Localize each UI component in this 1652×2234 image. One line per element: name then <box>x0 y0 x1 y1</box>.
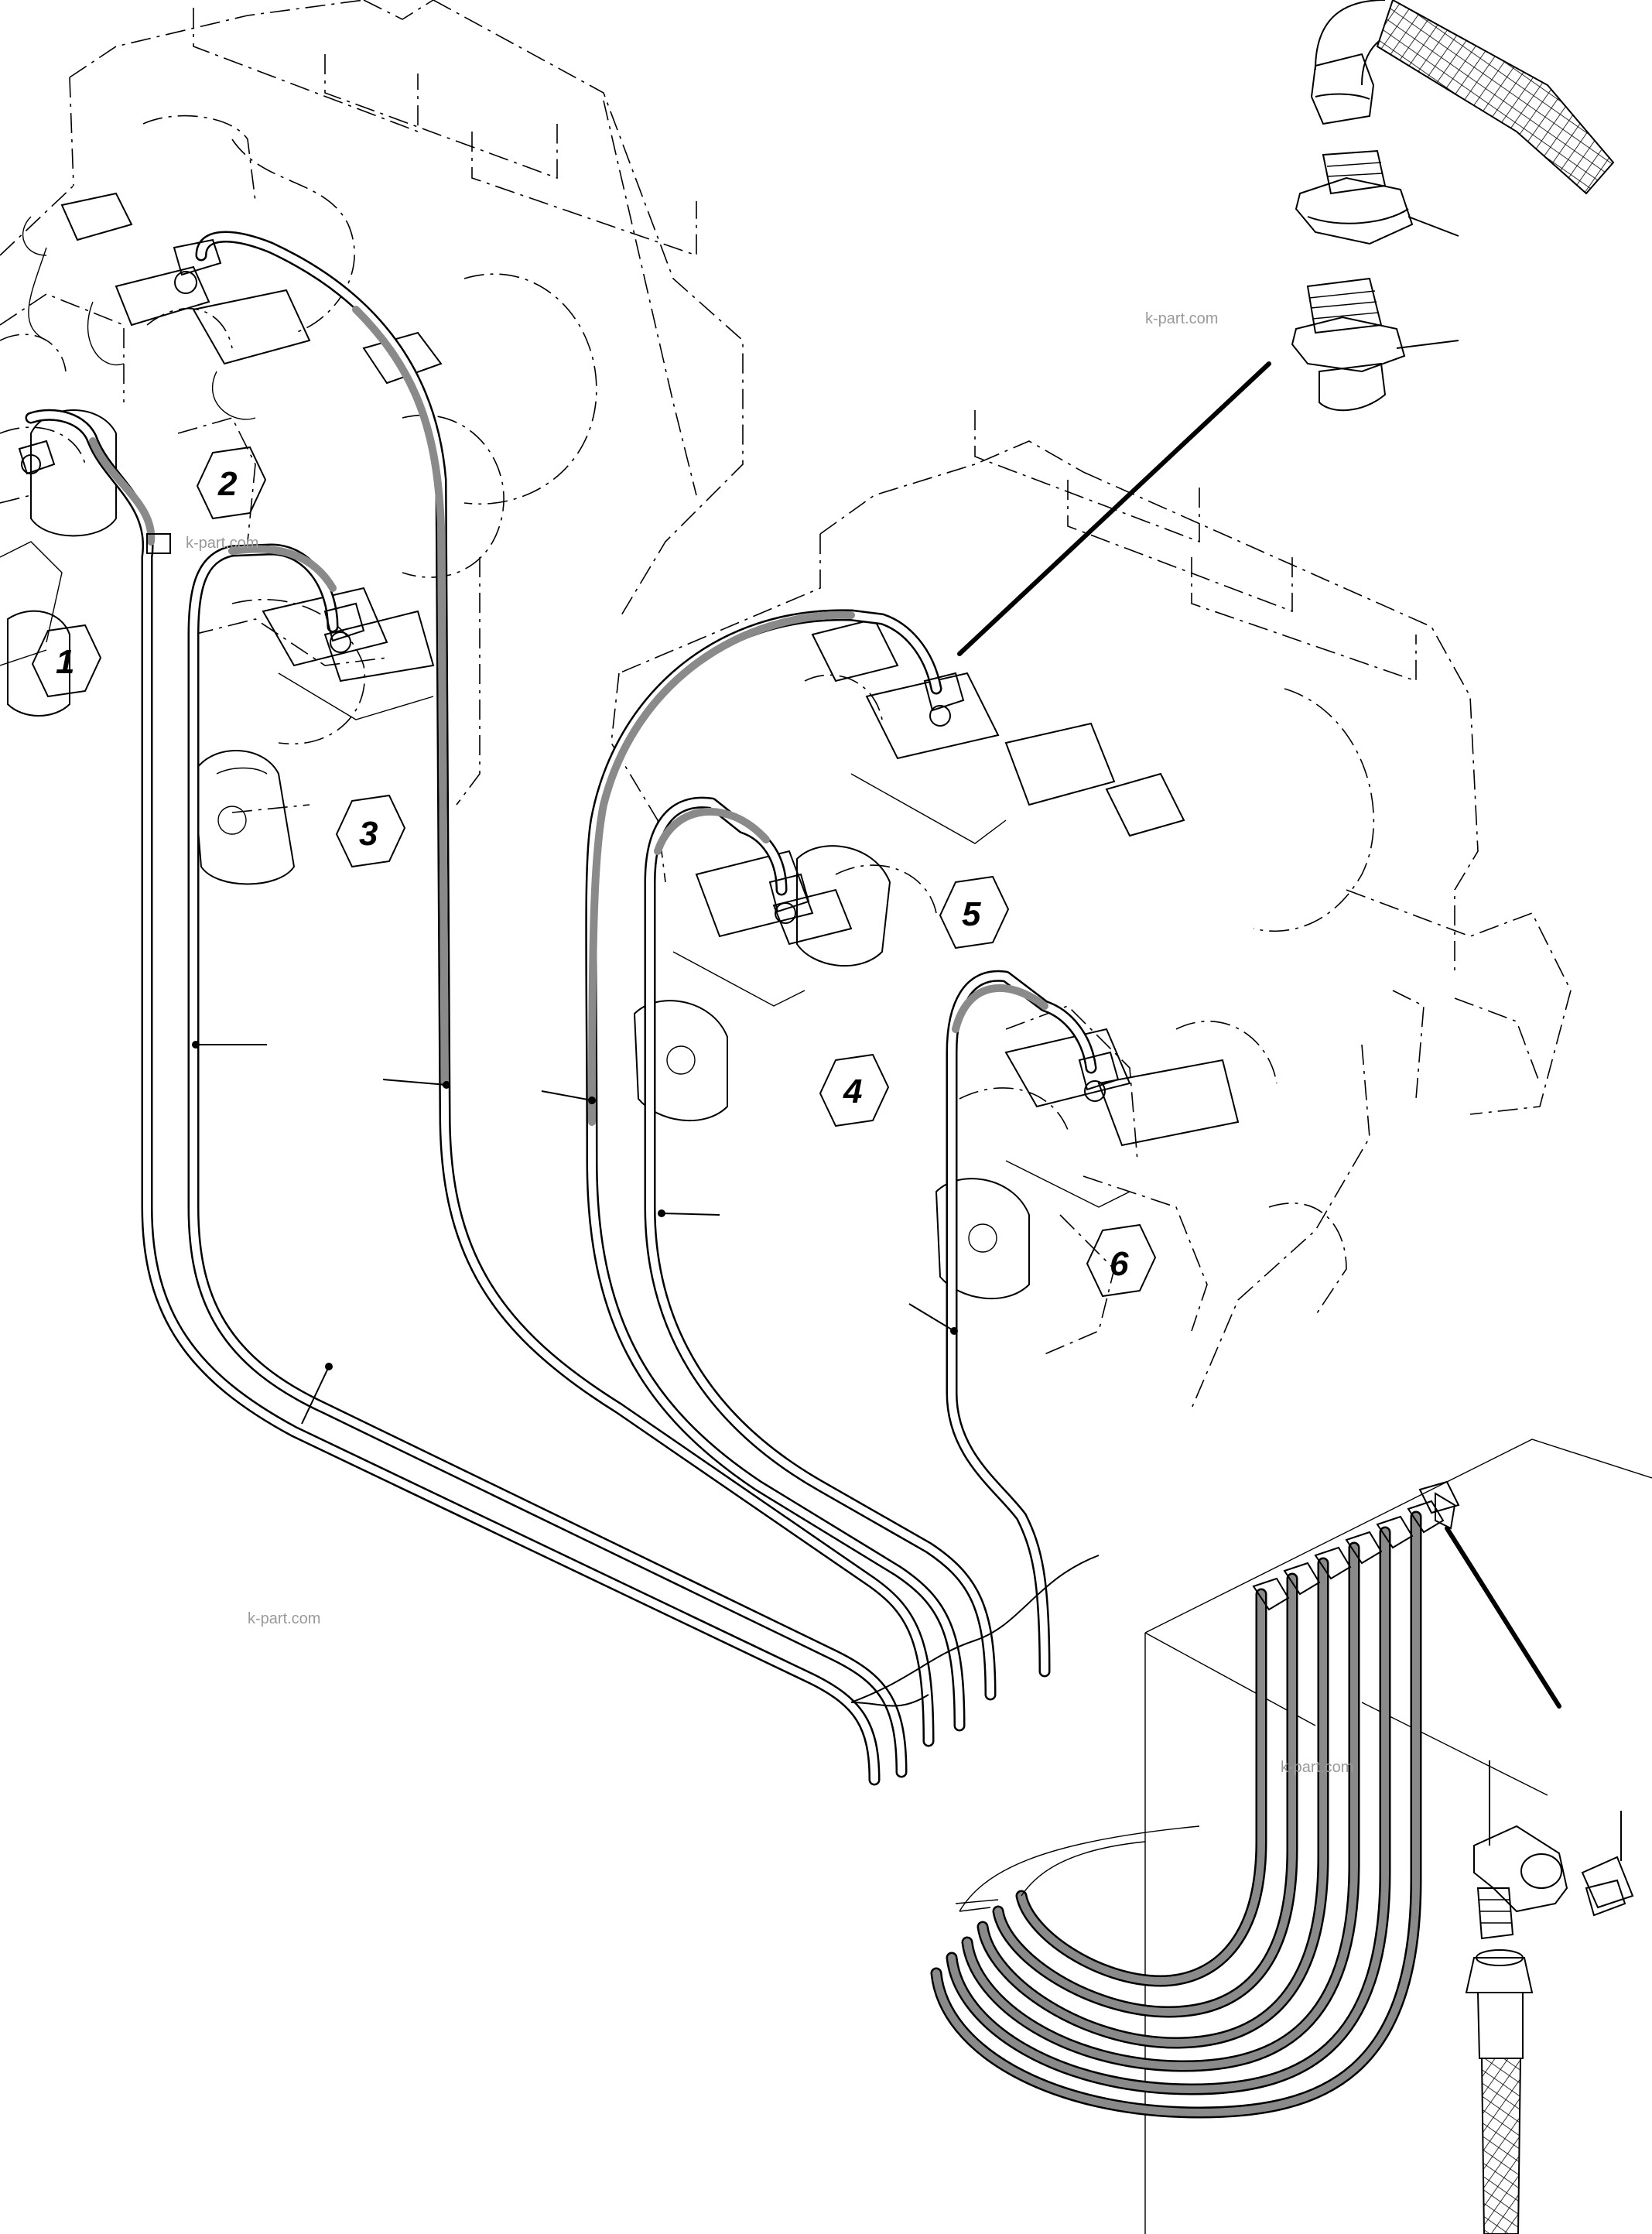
right-valve-bank <box>611 410 1572 1409</box>
watermark-text: k-part.com <box>1281 1759 1353 1776</box>
left-valve-bank <box>0 0 744 813</box>
valve-number-6: 6 <box>1110 1245 1129 1283</box>
hex-label-4: 4 <box>819 1053 890 1127</box>
hose-fittings <box>18 238 1120 1102</box>
watermarks: k-part.com k-part.com k-part.com k-part.… <box>186 310 1353 1776</box>
hex-label-3: 3 <box>335 794 406 868</box>
watermark-text: k-part.com <box>1145 310 1218 327</box>
hose-bundle <box>25 231 1097 1786</box>
panel-detail <box>930 1439 1652 2234</box>
hex-label-1: 1 <box>31 624 102 698</box>
bundle-break-line <box>850 1555 1100 1707</box>
valve-number-2: 2 <box>217 465 238 503</box>
valve-number-3: 3 <box>359 815 378 853</box>
fitting-detail-top <box>957 0 1615 656</box>
valve-number-1: 1 <box>56 643 74 681</box>
watermark-text: k-part.com <box>186 535 258 552</box>
left-solenoids <box>0 192 443 720</box>
hose-leaders <box>192 1041 958 1425</box>
hex-label-2: 2 <box>196 446 267 520</box>
hex-label-5: 5 <box>939 875 1010 949</box>
right-solenoids <box>672 618 1240 1208</box>
watermark-text: k-part.com <box>248 1610 320 1627</box>
hex-label-6: 6 <box>1086 1223 1157 1298</box>
valve-number-5: 5 <box>962 895 981 933</box>
valve-number-4: 4 <box>843 1073 862 1110</box>
right-knobs <box>633 845 1030 1300</box>
